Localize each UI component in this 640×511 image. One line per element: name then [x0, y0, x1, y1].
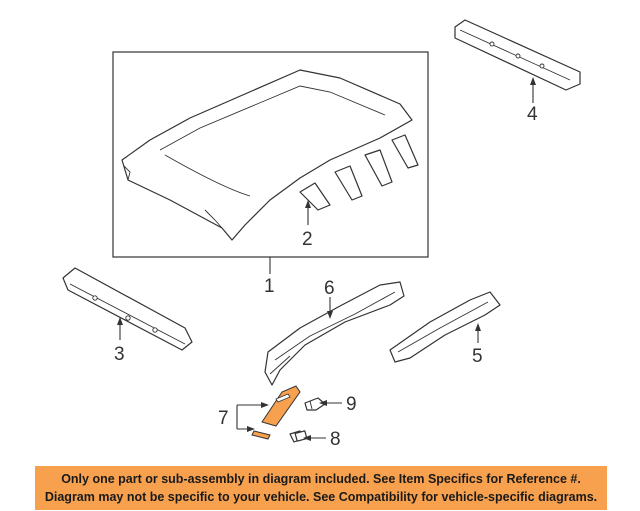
callout-9: 9: [346, 394, 357, 415]
disclaimer-line-2: Diagram may not be specific to your vehi…: [44, 490, 598, 504]
part-7-trim: [251, 385, 301, 440]
callout-8: 8: [330, 429, 341, 450]
callout-3: 3: [114, 344, 125, 365]
callout-7: 7: [218, 408, 229, 429]
callout-5: 5: [472, 346, 483, 367]
part-3-header: [62, 267, 193, 351]
part-4-header: [454, 19, 581, 91]
disclaimer-line-1: Only one part or sub-assembly in diagram…: [61, 472, 581, 486]
part-6-rail: [264, 281, 405, 386]
part-9-clip: [304, 397, 326, 411]
callout-2: 2: [302, 229, 313, 250]
disclaimer-banner: Only one part or sub-assembly in diagram…: [35, 466, 607, 510]
parts-diagram: 1 2 3 4 5 6 7 8 9: [62, 19, 581, 450]
callout-4: 4: [527, 104, 538, 125]
leader-lines: [117, 77, 536, 441]
part-8-fastener: [289, 430, 308, 443]
roof-panel: [121, 69, 413, 241]
part-5-rail: [389, 291, 501, 363]
callout-1: 1: [264, 276, 275, 297]
callout-6: 6: [324, 278, 335, 299]
roof-bows: [299, 134, 419, 211]
